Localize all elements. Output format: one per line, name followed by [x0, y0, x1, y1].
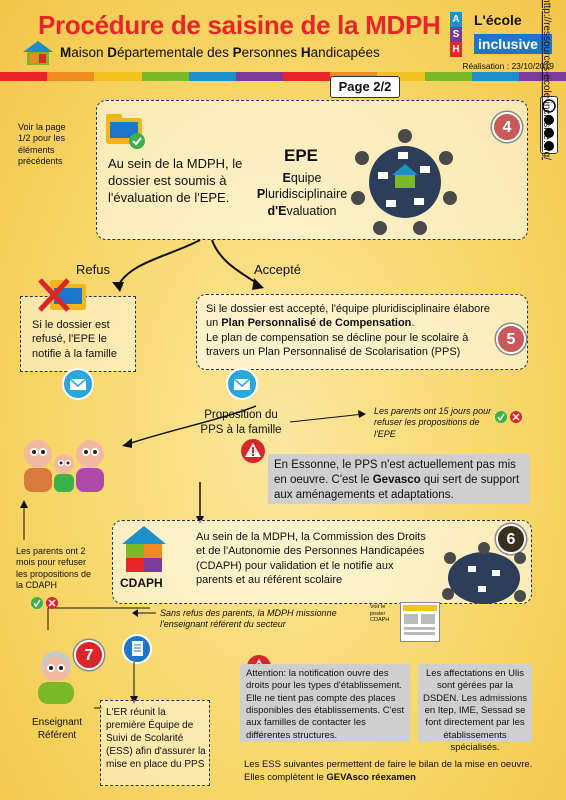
cc-license-icon [540, 96, 558, 154]
step5-box [196, 294, 528, 370]
step5-number: 5 [496, 324, 526, 354]
branch-arrows [112, 239, 264, 292]
epe-definition: Equipe Pluridisciplinaire d'Evaluation [256, 171, 348, 218]
realisation-date: Réalisation : 23/10/2019 [462, 61, 554, 71]
page-subtitle: Maison Départementale des Personnes Hand… [60, 45, 380, 60]
enseignant-referent-icon [30, 648, 82, 706]
warning-icon-essonne [240, 438, 266, 464]
page-number: Page 2/2 [330, 76, 400, 98]
attention-box [240, 664, 410, 742]
ecole-inclusive-logo: A S H L'école inclusive [450, 12, 552, 58]
logo-letter-s: S [450, 27, 462, 42]
folder-refused-icon [36, 276, 92, 318]
refus-label: Refus [76, 262, 110, 277]
color-bar [0, 72, 566, 81]
accept-refuse-icons-1 [494, 410, 524, 424]
step6-note: Sans refus des parents, la MDPH missionn… [160, 608, 337, 630]
logo-line1: L'école [474, 12, 522, 28]
enseignant-label: Enseignant Référent [31, 717, 83, 741]
affectations-text: Les affectations en Ulis sont gérées par… [422, 668, 527, 754]
proposition-note: Les parents ont 15 jours pour refuser le… [374, 406, 492, 439]
logo-letter-h: H [450, 42, 462, 57]
left-note-page1: Voir la page 1/2 pour les éléments précé… [18, 122, 66, 166]
step4-number: 4 [492, 112, 522, 142]
refus-text: Si le dossier est refusé, l'EPE le notif… [32, 319, 117, 360]
folder-check-icon [104, 112, 148, 150]
step4-box [96, 100, 528, 240]
accept-refuse-icons-2 [30, 596, 60, 610]
accepte-label: Accepté [254, 262, 301, 277]
affectations-box [418, 664, 532, 742]
essonne-box [268, 454, 530, 504]
step6-text: Au sein de la MDPH, la Commission des Dr… [196, 531, 426, 586]
step5-text: Si le dossier est accepté, l'équipe plur… [206, 303, 490, 358]
mdph-house-icon [22, 40, 54, 66]
step7-box [100, 700, 210, 786]
step6-note-arrow [132, 609, 156, 617]
document-icon [122, 634, 152, 664]
logo-letter-a: A [450, 12, 462, 27]
connector-lines [20, 482, 204, 630]
step4-text: Au sein de la MDPH, le dossier est soumi… [108, 156, 243, 205]
ressources-link[interactable]: http://ressources-ecole-inclusive.org/ [541, 0, 552, 160]
cdaph-poster-thumbnail[interactable] [400, 602, 440, 642]
page-title: Procédure de saisine de la MDPH [38, 10, 441, 40]
email-icon-refus [62, 368, 94, 400]
step6-number: 6 [496, 524, 526, 554]
step7-text: L'ER réunit la première Équipe de Suivi … [106, 707, 206, 770]
cdaph-label: CDAPH [120, 576, 163, 590]
family-icon [16, 436, 112, 494]
cdaph-table-icon [438, 540, 530, 610]
proposition-arrows [122, 405, 366, 448]
email-icon-proposition [226, 368, 258, 400]
proposition-label: Proposition du PPS à la famille [200, 409, 282, 436]
footer-text: Les ESS suivantes permettent de faire le… [244, 759, 533, 784]
parents-2mois-note: Les parents ont 2 mois pour refuser les … [16, 546, 92, 590]
logo-line2: inclusive [474, 34, 552, 54]
attention-text: Attention: la notification ouvre des dro… [246, 668, 405, 741]
step7-number: 7 [74, 640, 104, 670]
epe-title: EPE [284, 146, 319, 165]
meeting-table-icon [350, 128, 460, 236]
cdaph-puzzle-icon [120, 524, 168, 574]
poster-note: Voir le poster CDAPH [370, 604, 390, 624]
essonne-text: En Essonne, le PPS n'est actuellement pa… [274, 459, 520, 501]
